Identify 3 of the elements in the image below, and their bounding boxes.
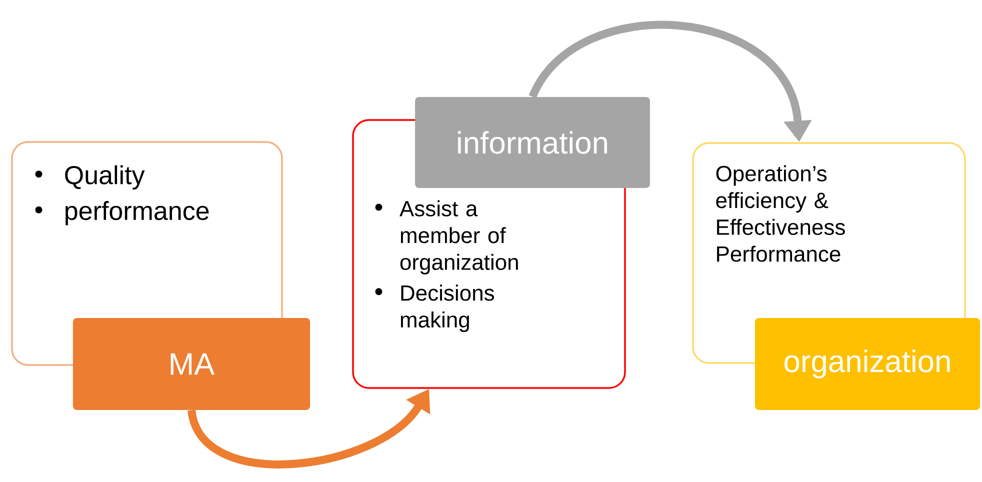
label-box: information [415,97,650,188]
label-box: MA [72,318,310,410]
label-box: organization [754,318,980,410]
